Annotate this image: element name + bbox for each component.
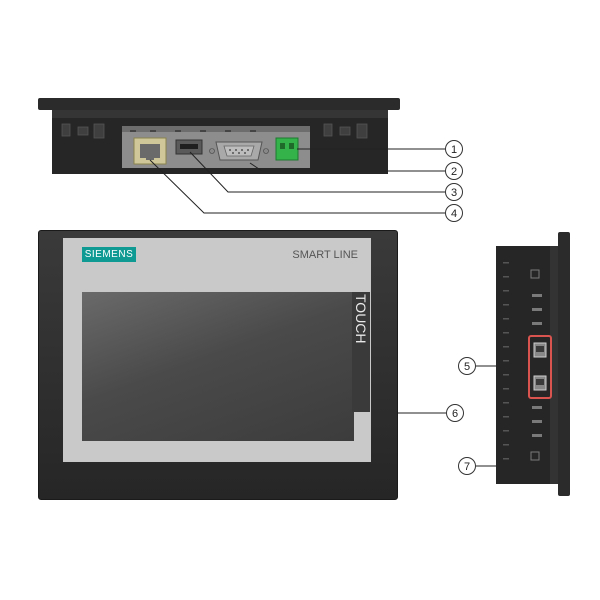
callout-2: 2 (445, 162, 463, 180)
side-view-housing (496, 232, 570, 496)
mounting-clip-recesses (528, 335, 552, 399)
touch-label-strip (352, 292, 370, 412)
callout-7: 7 (458, 457, 476, 475)
callout-5: 5 (458, 357, 476, 375)
touch-screen-display (82, 292, 354, 441)
callout-6: 6 (446, 404, 464, 422)
bottom-view-housing (38, 98, 400, 174)
usb-port (175, 139, 203, 155)
leader-lines (149, 148, 520, 467)
callout-4: 4 (445, 204, 463, 222)
callout-1: 1 (445, 140, 463, 158)
serial-port (209, 141, 269, 161)
ethernet-port (133, 137, 167, 165)
brand-logo: SIEMENS (82, 247, 136, 262)
callout-3: 3 (445, 183, 463, 201)
touch-label: TOUCH (353, 294, 369, 344)
power-connector (275, 137, 299, 161)
model-label: SMART LINE (292, 249, 358, 261)
